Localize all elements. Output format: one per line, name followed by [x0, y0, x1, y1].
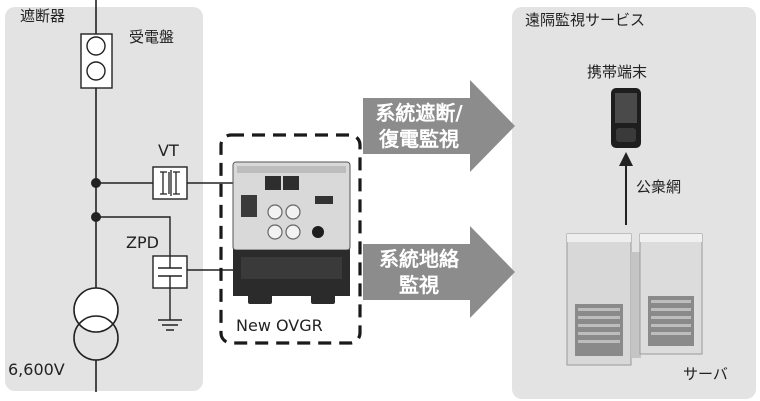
arrow-top	[363, 80, 515, 172]
arrow-top-text: 系統遮断/ 復電監視	[365, 100, 473, 152]
service-title: 遠隔監視サービス	[525, 11, 646, 29]
server-label: サーバ	[683, 365, 728, 383]
left-panel	[5, 7, 203, 391]
mobile-phone-image	[611, 88, 641, 148]
network-arrow	[619, 152, 633, 225]
arrow-bottom	[363, 226, 515, 318]
arrow-bottom-line2: 監視	[399, 273, 439, 297]
device-label: New OVGR	[236, 316, 323, 335]
breaker-symbol	[80, 33, 113, 89]
zpd-wire-top	[96, 216, 171, 256]
board-label: 受電盤	[129, 28, 175, 46]
arrow-bottom-text: 系統地絡 監視	[365, 246, 473, 298]
arrow-bottom-line1: 系統地絡	[379, 247, 459, 271]
vt-label: VT	[158, 141, 179, 160]
mobile-label: 携帯端末	[587, 63, 648, 81]
voltage-label: 6,600V	[8, 360, 65, 379]
ovgr-device-image	[232, 161, 351, 304]
transformer-symbol	[73, 287, 119, 361]
ground-symbol	[158, 288, 182, 331]
arrow-top-line2: 復電監視	[379, 127, 459, 151]
arrow-top-line1: 系統遮断/	[375, 101, 463, 125]
zpd-symbol	[152, 255, 188, 289]
zpd-label: ZPD	[126, 233, 159, 252]
server-image	[566, 233, 703, 366]
network-label: 公衆網	[636, 178, 682, 196]
breaker-label: 遮断器	[20, 7, 66, 25]
vt-symbol	[152, 166, 188, 200]
